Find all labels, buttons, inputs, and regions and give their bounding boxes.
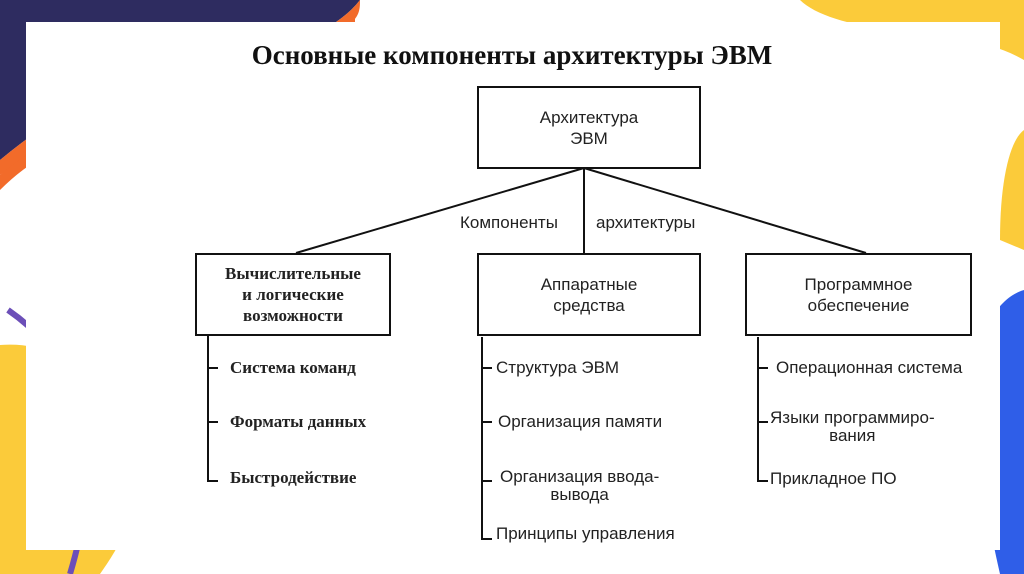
list-item: Структура ЭВМ (496, 358, 620, 377)
list-item: Система команд (230, 358, 356, 377)
category-label: Аппаратные средства (540, 274, 638, 315)
list-item: Быстродействие (230, 468, 357, 487)
root-box: Архитектура ЭВМ (477, 86, 701, 169)
connector-to-right (583, 167, 867, 254)
list-item: Организация памяти (498, 412, 663, 431)
list-item: Прикладное ПО (770, 469, 897, 488)
root-box-label: Архитектура ЭВМ (539, 107, 639, 148)
list-item: Форматы данных (230, 412, 367, 431)
category-box-computational: Вычислительные и логические возможности (195, 253, 391, 336)
list-item: Организация ввода- вывода (500, 467, 660, 504)
list-item: Операционная система (776, 358, 963, 377)
connector-label-right: архитектуры (592, 213, 700, 233)
slide-title: Основные компоненты архитектуры ЭВМ (251, 40, 773, 70)
category-label: Вычислительные и логические возможности (225, 264, 361, 325)
category-label: Программное обеспечение (804, 274, 913, 315)
connector-label-left: Компоненты (456, 213, 562, 233)
list-item: Принципы управления (496, 524, 675, 543)
yellow-blob-right (1000, 130, 1024, 250)
connector-to-left (295, 167, 585, 254)
category-box-software: Программное обеспечение (745, 253, 972, 336)
category-box-hardware: Аппаратные средства (477, 253, 701, 336)
list-item: Языки программиро- вания (770, 408, 935, 445)
